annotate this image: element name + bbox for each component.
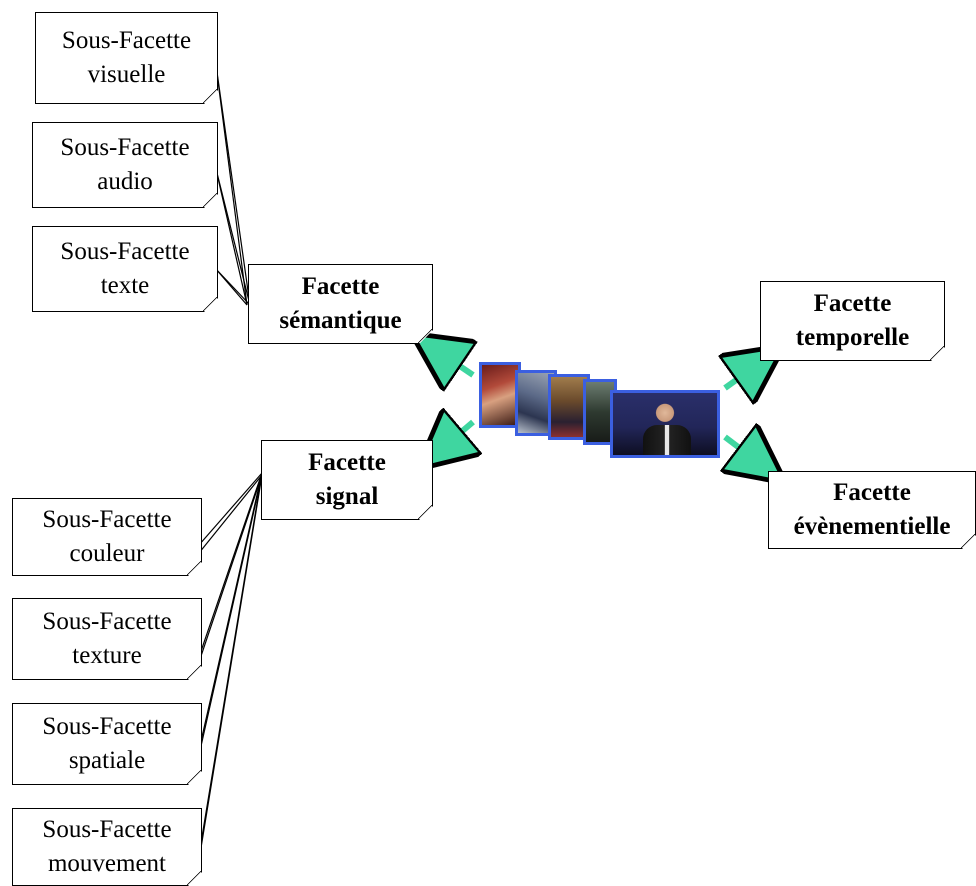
link-mouvement-2 [198,474,263,861]
video-frame-anchor [610,390,720,458]
link-couleur-2 [198,474,263,554]
link-audio-2 [214,164,248,306]
arrow-to-signal [440,422,473,450]
arrow-to-evenementielle [725,437,762,465]
arrow-to-semantique [436,350,473,375]
anchor-suit [643,425,691,455]
link-visuelle-2 [214,57,248,306]
link-texture-2 [198,474,263,663]
link-texte-2 [214,267,248,306]
link-couleur [198,472,263,546]
link-spatiale-2 [198,474,263,756]
arrow-to-temporelle [725,363,760,388]
link-texture [198,472,263,658]
